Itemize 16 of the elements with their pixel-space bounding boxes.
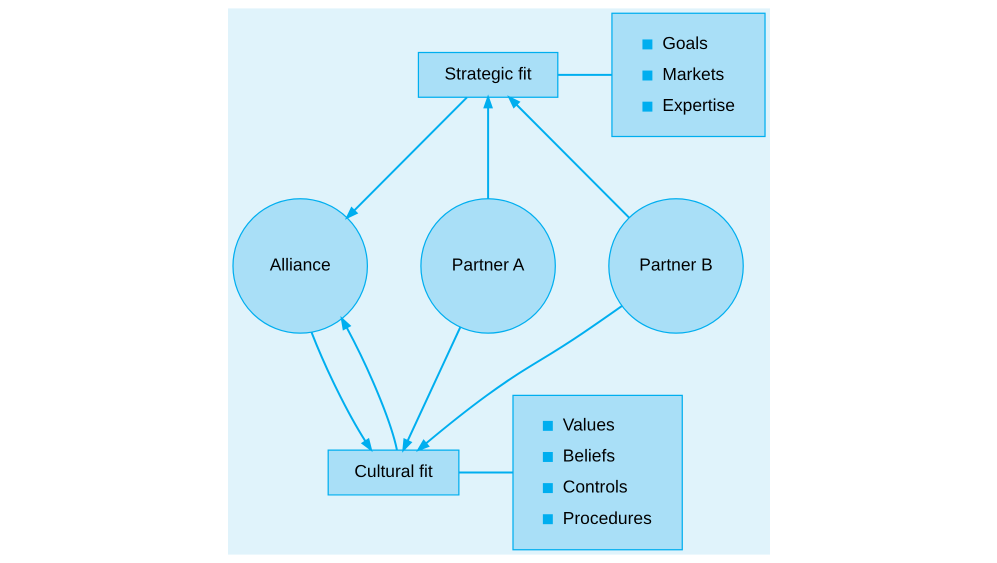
connector xyxy=(558,74,612,76)
arrow xyxy=(340,316,398,450)
arrow xyxy=(402,326,461,453)
node-circle: Alliance xyxy=(232,198,368,334)
node-circle: Partner B xyxy=(608,198,744,334)
arrow xyxy=(482,94,492,199)
arrow xyxy=(506,95,630,218)
connector xyxy=(458,472,512,474)
arrow xyxy=(344,96,468,220)
arrow xyxy=(310,332,372,452)
node-box: Strategic fit xyxy=(417,52,558,98)
node-circle: Partner A xyxy=(420,198,556,334)
node-box: Cultural fit xyxy=(327,450,459,496)
arrow xyxy=(416,305,622,452)
node-box: Goals Markets Expertise xyxy=(610,12,766,138)
node-box: Values Beliefs Controls Procedures xyxy=(512,394,682,550)
